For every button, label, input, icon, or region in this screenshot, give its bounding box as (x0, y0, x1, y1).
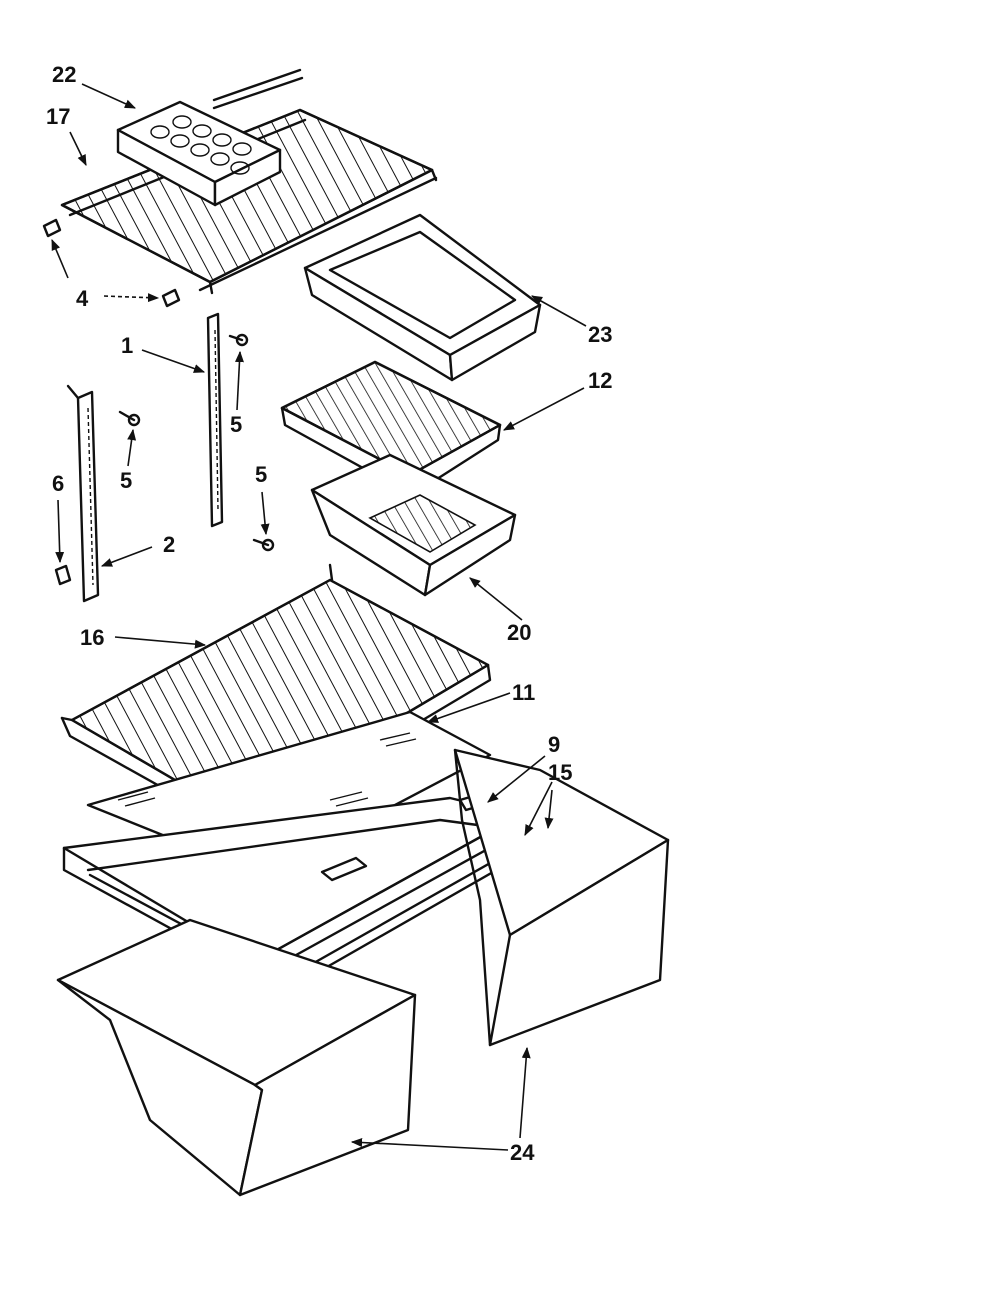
callout-4: 4 (76, 286, 89, 311)
crisper-drawer-left (56, 918, 417, 1197)
callout-20: 20 (507, 620, 531, 645)
callout-22: 22 (52, 62, 76, 87)
shelf-ladder-center (206, 312, 224, 528)
callout-5-lower: 5 (255, 462, 267, 487)
leader-lines (51, 83, 587, 1151)
egg-tray (116, 100, 282, 207)
shelf-ladder-left (66, 384, 100, 603)
callout-16: 16 (80, 625, 104, 650)
callout-9: 9 (548, 732, 560, 757)
callout-5-upper: 5 (230, 412, 242, 437)
callout-12: 12 (588, 368, 612, 393)
crisper-drawer-right (453, 748, 670, 1047)
callout-labels: 22 17 4 1 5 5 5 6 2 23 12 20 16 11 9 15 … (46, 62, 612, 1165)
callout-23: 23 (588, 322, 612, 347)
callout-2: 2 (163, 532, 175, 557)
shelf-support-pegs (42, 218, 181, 308)
screws (118, 333, 275, 552)
callout-17: 17 (46, 104, 70, 129)
meat-pan-cover (280, 360, 502, 497)
meat-pan (310, 453, 517, 597)
ladder-clip (54, 564, 72, 586)
callout-1: 1 (121, 333, 133, 358)
callout-11: 11 (512, 680, 535, 705)
callout-5-left: 5 (120, 468, 132, 493)
callout-15: 15 (548, 760, 572, 785)
storage-bin (303, 213, 542, 382)
callout-24: 24 (510, 1140, 535, 1165)
callout-6: 6 (52, 471, 64, 496)
